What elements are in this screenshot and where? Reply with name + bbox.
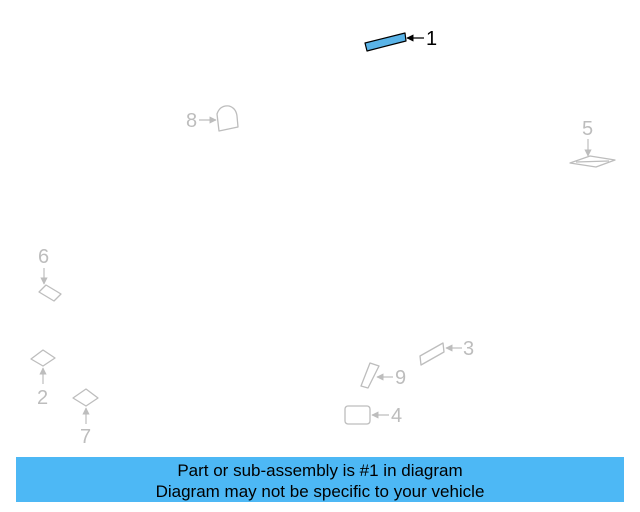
part-6-shape[interactable] bbox=[38, 284, 62, 302]
part-2-shape[interactable] bbox=[30, 349, 56, 367]
part-7-shape[interactable] bbox=[72, 388, 99, 407]
part-8-shape[interactable] bbox=[216, 105, 239, 132]
part-4-group[interactable]: 4 bbox=[344, 405, 402, 427]
banner-line-part-note: Part or sub-assembly is #1 in diagram bbox=[177, 461, 463, 480]
info-banner: Part or sub-assembly is #1 in diagram Di… bbox=[16, 457, 624, 502]
part-9-group[interactable]: 9 bbox=[360, 362, 406, 389]
part-8-group[interactable]: 8 bbox=[186, 105, 239, 132]
callout-4[interactable]: 4 bbox=[391, 405, 402, 427]
callout-8[interactable]: 8 bbox=[186, 110, 197, 132]
part-7-group[interactable]: 7 bbox=[72, 388, 99, 448]
part-5-shape[interactable] bbox=[569, 155, 616, 168]
callout-2[interactable]: 2 bbox=[37, 387, 48, 409]
part-3-shape[interactable] bbox=[419, 342, 445, 366]
part-5-inner-line bbox=[575, 160, 610, 163]
callout-1[interactable]: 1 bbox=[426, 28, 437, 50]
callout-7[interactable]: 7 bbox=[80, 426, 91, 448]
part-6-group[interactable]: 6 bbox=[38, 246, 62, 302]
part-1-group[interactable]: 1 bbox=[364, 28, 437, 52]
part-4-shape[interactable] bbox=[344, 405, 371, 425]
callout-9[interactable]: 9 bbox=[395, 367, 406, 389]
part-2-group[interactable]: 2 bbox=[30, 349, 56, 409]
callout-3[interactable]: 3 bbox=[463, 338, 474, 360]
part-5-group[interactable]: 5 bbox=[569, 118, 616, 168]
part-1-highlighted-shape[interactable] bbox=[364, 32, 407, 52]
callout-6[interactable]: 6 bbox=[38, 246, 49, 268]
banner-line-disclaimer: Diagram may not be specific to your vehi… bbox=[155, 482, 485, 501]
callout-5[interactable]: 5 bbox=[582, 118, 593, 140]
part-9-shape[interactable] bbox=[360, 362, 380, 389]
part-3-group[interactable]: 3 bbox=[419, 338, 474, 366]
